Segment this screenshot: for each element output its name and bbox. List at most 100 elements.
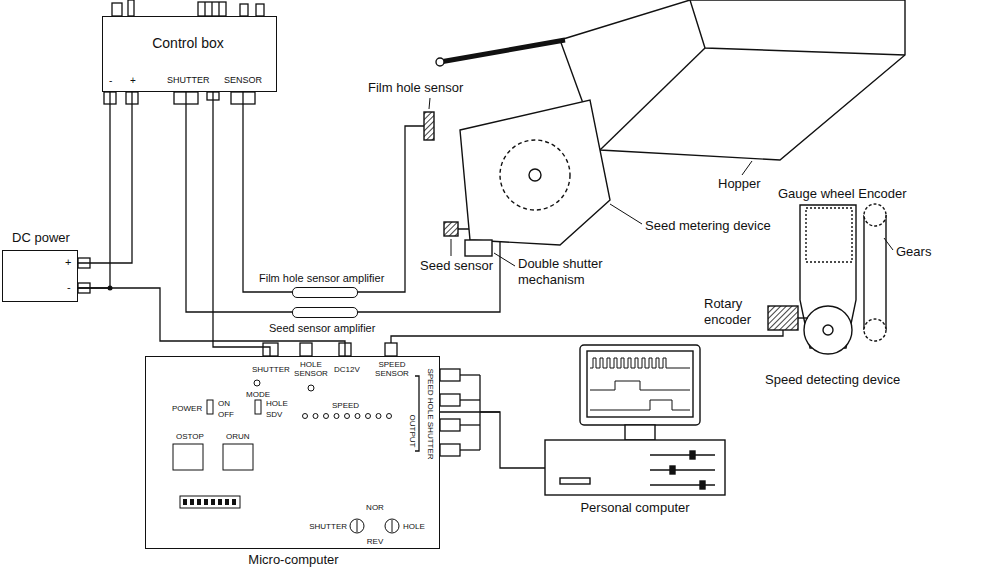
wire	[358, 229, 500, 312]
leader-line	[884, 238, 893, 250]
film-hole-sensor	[424, 112, 434, 140]
connector-label: SPEED SENSOR	[372, 360, 412, 378]
part-label: Gauge wheel Encoder	[778, 186, 907, 202]
dip-switch	[204, 499, 208, 505]
waveform	[590, 381, 690, 390]
waveform	[590, 358, 690, 368]
box-fitting	[256, 4, 264, 16]
hopper	[600, 48, 705, 150]
slider	[700, 481, 705, 489]
button	[173, 444, 203, 470]
connector	[440, 394, 460, 406]
knob-label: REV	[360, 537, 390, 546]
part-label: Seed sensor	[420, 258, 493, 274]
dip-switch	[225, 499, 229, 505]
hopper	[560, 0, 905, 160]
terminal-sign: -	[67, 281, 71, 294]
panel-label: SDV	[266, 410, 282, 419]
slider	[670, 466, 675, 474]
waveform	[590, 400, 690, 410]
amplifier-cylinder: Film hole sensor amplifier	[292, 287, 358, 298]
box-title: DC power	[1, 231, 81, 246]
computer-base	[545, 440, 725, 495]
dip-switch	[183, 499, 187, 505]
personal-computer: Personal computer	[545, 345, 725, 495]
led	[303, 414, 308, 419]
leader-line	[742, 161, 752, 175]
gauge-wheel-encoder	[806, 208, 852, 262]
part-label: Gears	[896, 244, 931, 260]
cable	[460, 374, 480, 375]
monitor	[580, 345, 700, 425]
connector-label: SHUTTER	[252, 365, 290, 374]
micro-computer-box: Micro-computerSHUTTERHOLE SENSORDC12VSPE…	[145, 356, 440, 549]
button-label: OSTOP	[176, 432, 204, 441]
hopper	[690, 0, 905, 55]
gear-chain	[885, 215, 886, 330]
leader-line	[451, 239, 452, 256]
knob-label: NOR	[360, 503, 390, 512]
cable	[460, 449, 480, 450]
screen	[587, 351, 693, 417]
connector	[300, 343, 312, 356]
dip-switch	[197, 499, 201, 505]
connector	[440, 369, 460, 381]
terminal-sign: +	[65, 256, 71, 269]
connector	[440, 419, 460, 431]
port-label: +	[130, 75, 136, 87]
power-supply-box: DC power+-	[2, 250, 78, 302]
part-label: Seed metering device	[645, 218, 771, 234]
part-label: Hopper	[718, 176, 761, 192]
rotary-encoder	[768, 306, 798, 330]
leader-line	[610, 204, 642, 224]
panel-label: HOLE	[266, 399, 288, 408]
knob	[392, 520, 393, 532]
port-label: SHUTTER	[167, 75, 210, 85]
gauge-wheel	[823, 325, 833, 335]
knob	[357, 520, 358, 532]
box-fitting	[112, 3, 122, 16]
part-label: Rotary encoder	[704, 296, 762, 327]
gear	[864, 319, 886, 341]
gear-chain	[863, 215, 864, 330]
led	[308, 385, 314, 391]
wire-connector	[78, 92, 132, 263]
box-fitting	[211, 2, 212, 16]
output-label: SPEED HOLE SHUTTER	[425, 368, 434, 459]
slider	[690, 451, 695, 459]
panel-label: MODE	[246, 390, 270, 399]
amplifier-label: Seed sensor amplifier	[269, 322, 375, 335]
dip-switch	[218, 499, 222, 505]
slider	[650, 469, 715, 470]
dip-switch	[211, 499, 215, 505]
device-label: Personal computer	[545, 501, 725, 516]
seed-plate-hub	[529, 169, 541, 181]
led	[313, 414, 318, 419]
wire-connector	[243, 92, 292, 292]
box-title: Micro-computer	[146, 553, 441, 568]
wire-connector	[440, 412, 545, 468]
dip-switch	[190, 499, 194, 505]
button-label: ORUN	[226, 432, 250, 441]
switch	[207, 400, 213, 414]
wire	[391, 330, 783, 343]
knob-label: HOLE	[403, 522, 425, 531]
box-fitting	[128, 0, 134, 16]
double-shutter	[465, 240, 492, 256]
gauge-wheel	[804, 306, 852, 354]
leader-line	[429, 98, 430, 109]
output-label: OUTPUT	[407, 415, 416, 448]
wire-connector	[213, 92, 270, 356]
connector-label: HOLE SENSOR	[292, 360, 330, 378]
panel-label: POWER	[172, 404, 202, 413]
seed-sensor	[444, 222, 458, 236]
part-label: Speed detecting device	[765, 372, 900, 388]
connector	[440, 444, 460, 456]
knob-label: SHUTTER	[309, 522, 347, 531]
button	[223, 444, 253, 470]
lever-arm	[440, 40, 565, 62]
led	[345, 414, 350, 419]
seed-metering-device	[460, 100, 610, 245]
